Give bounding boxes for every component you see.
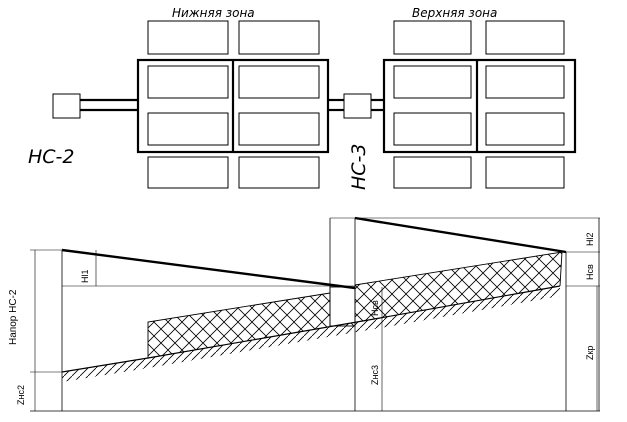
lower-block-bottom-2 xyxy=(238,156,320,189)
lower-block-bottom-1 xyxy=(147,156,229,189)
h-l1-label: Hl1 xyxy=(80,269,90,283)
lower-block-inner-2 xyxy=(238,65,320,99)
h-l2-label: Hl2 xyxy=(585,232,595,246)
lower-block-inner-3 xyxy=(147,112,229,146)
pump-station-ns2 xyxy=(52,93,81,119)
z-ns2-label: Zнс2 xyxy=(16,385,26,405)
lower-block-inner-4 xyxy=(238,112,320,146)
z-kp-label: Zкр xyxy=(585,346,595,360)
upper-block-inner-1 xyxy=(393,65,472,99)
head-line-ns2 xyxy=(61,248,356,290)
upper-block-inner-3 xyxy=(393,112,472,146)
lower-block-top-1 xyxy=(147,20,229,55)
lower-block-top-2 xyxy=(238,20,320,55)
z-ns3-label: Zнс3 xyxy=(370,365,380,385)
upper-block-top-2 xyxy=(485,20,565,55)
profile-view xyxy=(30,216,600,412)
zone-lower-label: Нижняя зона xyxy=(172,6,255,20)
upper-block-bottom-1 xyxy=(393,156,472,189)
pipes xyxy=(80,98,384,112)
station-ns2-label: НС-2 xyxy=(28,146,75,168)
pump-station-ns3 xyxy=(343,93,372,119)
upper-block-inner-2 xyxy=(485,65,565,99)
lower-block-inner-1 xyxy=(147,65,229,99)
upper-block-top-1 xyxy=(393,20,472,55)
upper-frame xyxy=(382,58,577,154)
upper-block-bottom-2 xyxy=(485,156,565,189)
head-line-ns3 xyxy=(354,216,567,254)
zone-upper-label: Верхняя зона xyxy=(412,6,497,20)
profile-labels: Напор НС-2 Hl1 Hl2 Hсв Hсв Zнс2 Zнс3 Zкр xyxy=(8,232,595,405)
station-ns3-label: НС-3 xyxy=(348,144,370,191)
h-sv-lower-label: Hсв xyxy=(370,300,380,316)
h-sv-upper-label: Hсв xyxy=(585,264,595,280)
lower-zone-blocks xyxy=(136,20,330,189)
upper-zone-blocks xyxy=(382,20,577,189)
head-ns2-label: Напор НС-2 xyxy=(8,289,19,345)
plan-view: Нижняя зона Верхняя зона xyxy=(28,6,577,191)
upper-block-inner-4 xyxy=(485,112,565,146)
